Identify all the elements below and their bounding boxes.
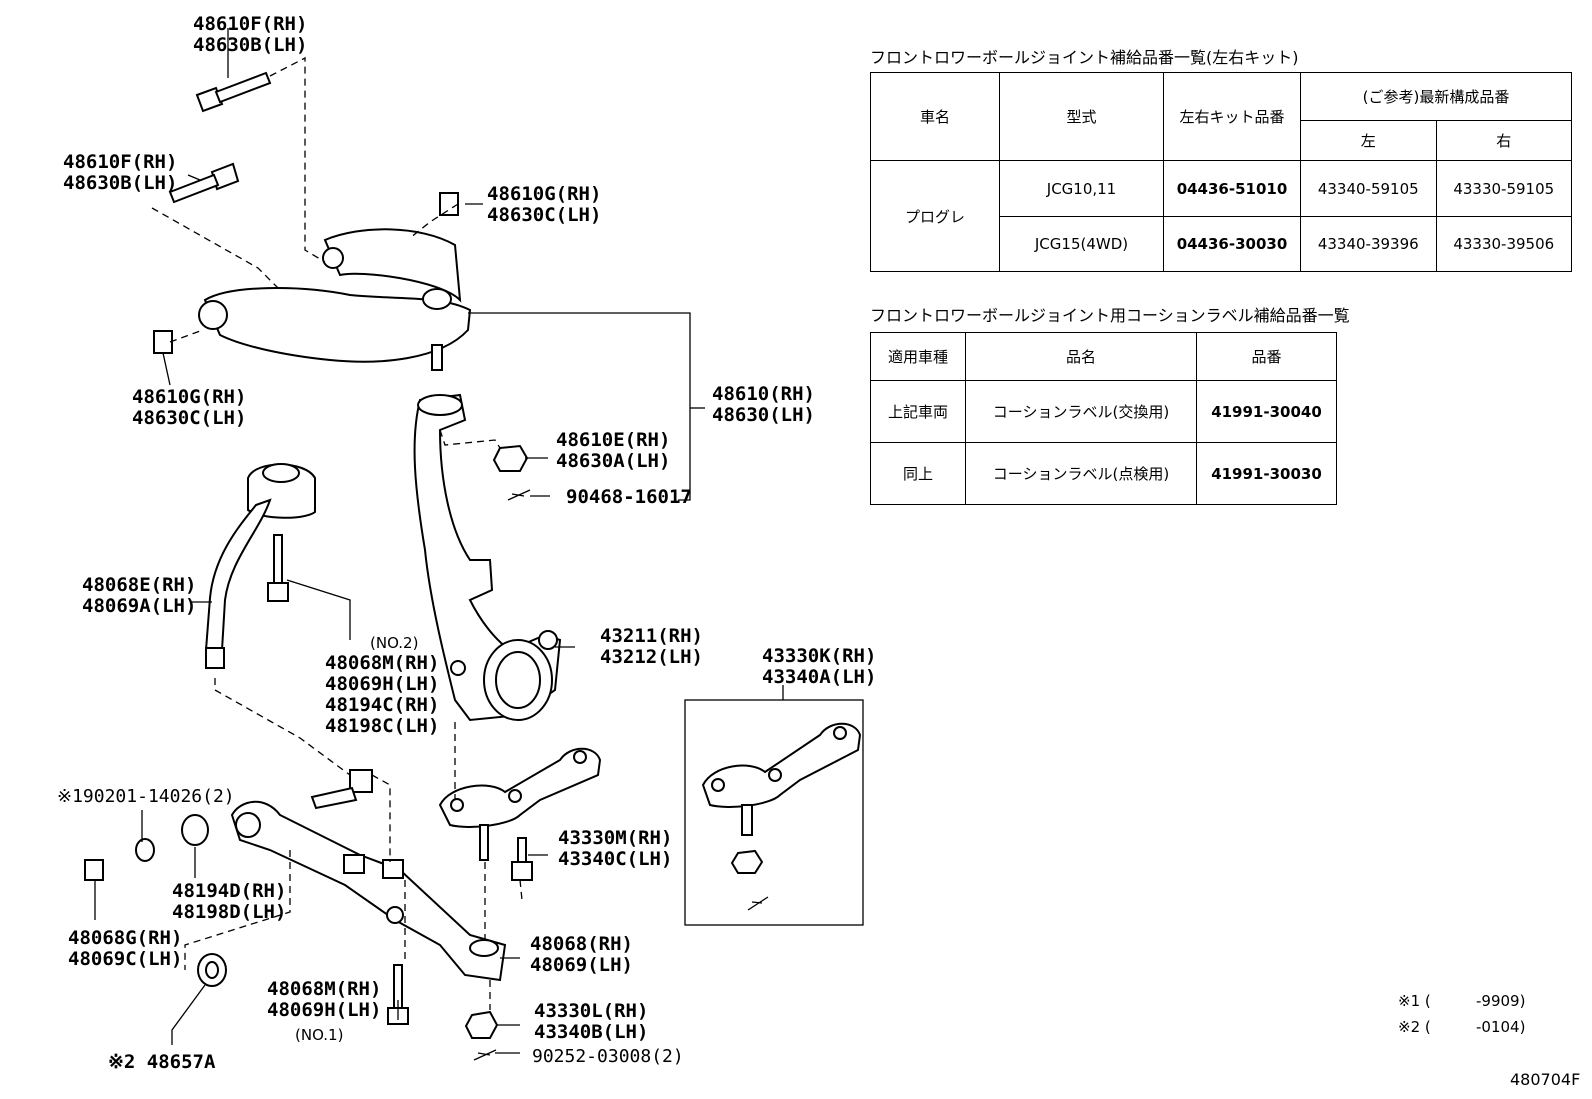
label-43330k: 43330K(RH) <box>762 645 876 667</box>
upper-control-arm-48610 <box>198 228 472 371</box>
header-kit: 左右キット品番 <box>1163 72 1301 161</box>
washer-90201 <box>135 838 155 862</box>
label-43211: 43211(RH) <box>600 625 703 647</box>
bolt-48068m-no2 <box>267 534 289 602</box>
label-48068m-no1: 48068M(RH) <box>267 978 381 1000</box>
cell-left: 43340-39396 <box>1300 216 1437 272</box>
label-48610f-2: 48610F(RH) <box>63 151 177 173</box>
label-48630c-1: 48630C(LH) <box>487 204 601 226</box>
label-43330m: 43330M(RH) <box>558 827 672 849</box>
header-part: 品番 <box>1196 332 1337 381</box>
inset-box-43330k <box>684 699 864 926</box>
label-48610g-2: 48610G(RH) <box>132 386 246 408</box>
header-name: 品名 <box>965 332 1197 381</box>
bushing-48610g-lower <box>153 330 173 354</box>
label-48630: 48630(LH) <box>712 404 815 426</box>
bolt-48610f-second <box>168 162 240 204</box>
label-48630b-2: 48630B(LH) <box>63 172 177 194</box>
label-43340b: 43340B(LH) <box>534 1021 648 1043</box>
label-48069a: 48069A(LH) <box>82 595 196 617</box>
cell-kit: 04436-30030 <box>1163 216 1301 272</box>
label-48610: 48610(RH) <box>712 383 815 405</box>
label-48610g-1: 48610G(RH) <box>487 183 601 205</box>
label-48068e: 48068E(RH) <box>82 574 196 596</box>
cell-app: 同上 <box>870 442 966 505</box>
nut-43330l <box>464 1010 499 1039</box>
header-car: 車名 <box>870 72 1000 161</box>
label-no1: (NO.1) <box>295 1026 343 1044</box>
bushing-48610g-upper <box>439 192 459 216</box>
note-2-value: -0104) <box>1476 1018 1526 1036</box>
label-48194c: 48194C(RH) <box>325 694 439 716</box>
label-48069h-no2: 48069H(LH) <box>325 673 439 695</box>
label-no2: (NO.2) <box>370 634 418 652</box>
cell-name: コーションラベル(交換用) <box>965 380 1197 443</box>
label-48610f-1: 48610F(RH) <box>193 13 307 35</box>
label-90468: 90468-16017 <box>566 486 692 508</box>
cell-kit: 04436-51010 <box>1163 160 1301 217</box>
cotter-pin-43330k <box>747 896 769 911</box>
label-48657a: ※2 48657A <box>108 1051 216 1073</box>
label-90252: 90252-03008(2) <box>532 1046 684 1067</box>
caution-label-supply-table: 適用車種 品名 品番 上記車両 コーションラベル(交換用) 41991-3004… <box>870 332 1337 505</box>
label-43340c: 43340C(LH) <box>558 848 672 870</box>
cell-model: JCG15(4WD) <box>999 216 1164 272</box>
label-48068: 48068(RH) <box>530 933 633 955</box>
note-1-value: -9909) <box>1476 992 1526 1010</box>
label-48198c: 48198C(LH) <box>325 715 439 737</box>
label-48068g: 48068G(RH) <box>68 927 182 949</box>
figure-id: 480704F <box>1510 1070 1581 1089</box>
nut-48610e <box>492 444 529 472</box>
cell-part: 41991-30030 <box>1196 442 1337 505</box>
label-48069: 48069(LH) <box>530 954 633 976</box>
bushing-48657a-hole <box>205 961 219 979</box>
header-model: 型式 <box>999 72 1164 161</box>
cell-right: 43330-59105 <box>1435 160 1572 217</box>
ball-joint-43330m <box>438 747 602 861</box>
cell-right: 43330-39506 <box>1435 216 1572 272</box>
label-48194d: 48194D(RH) <box>172 880 286 902</box>
label-43212: 43212(LH) <box>600 646 703 668</box>
cotter-pin-90252 <box>473 1049 497 1061</box>
cell-left: 43340-59105 <box>1300 160 1437 217</box>
label-48610e: 48610E(RH) <box>556 429 670 451</box>
label-43330l: 43330L(RH) <box>534 1000 648 1022</box>
header-left: 左 <box>1300 120 1437 161</box>
cell-car: プログレ <box>870 160 1000 272</box>
label-48630b-1: 48630B(LH) <box>193 34 307 56</box>
lower-control-arm-48068 <box>230 769 507 982</box>
label-48068m-no2: 48068M(RH) <box>325 652 439 674</box>
label-48630a: 48630A(LH) <box>556 450 670 472</box>
table2-title: フロントロワーボールジョイント用コーションラベル補給品番一覧 <box>870 306 1350 325</box>
steering-knuckle-43211 <box>413 393 562 722</box>
note-1-mark: ※1 ( <box>1398 992 1431 1010</box>
cell-name: コーションラベル(点検用) <box>965 442 1197 505</box>
bushing-48194d <box>181 814 209 846</box>
note-2-mark: ※2 ( <box>1398 1018 1431 1036</box>
strut-bar-48068e <box>204 463 316 669</box>
label-90201: ※190201-14026(2) <box>57 786 235 807</box>
label-48069h-no1: 48069H(LH) <box>267 999 381 1021</box>
label-48069c: 48069C(LH) <box>68 948 182 970</box>
header-right: 右 <box>1435 120 1572 161</box>
cell-part: 41991-30040 <box>1196 380 1337 443</box>
label-48630c-2: 48630C(LH) <box>132 407 246 429</box>
bolt-48610f-top <box>195 71 272 113</box>
cell-model: JCG10,11 <box>999 160 1164 217</box>
ball-joint-43330k <box>701 722 862 836</box>
header-ref: (ご参考)最新構成品番 <box>1300 72 1572 121</box>
cotter-pin-90468 <box>507 489 531 501</box>
label-43340a: 43340A(LH) <box>762 666 876 688</box>
bolt-43330m <box>511 837 533 881</box>
collar-48068g <box>84 859 104 881</box>
cell-app: 上記車両 <box>870 380 966 443</box>
label-48198d: 48198D(LH) <box>172 901 286 923</box>
header-app: 適用車種 <box>870 332 966 381</box>
ball-joint-supply-table: 車名 型式 左右キット品番 (ご参考)最新構成品番 左 右 プログレ JCG10… <box>870 72 1572 272</box>
nut-43330k <box>730 849 764 874</box>
table1-title: フロントロワーボールジョイント補給品番一覧(左右キット) <box>870 48 1299 67</box>
